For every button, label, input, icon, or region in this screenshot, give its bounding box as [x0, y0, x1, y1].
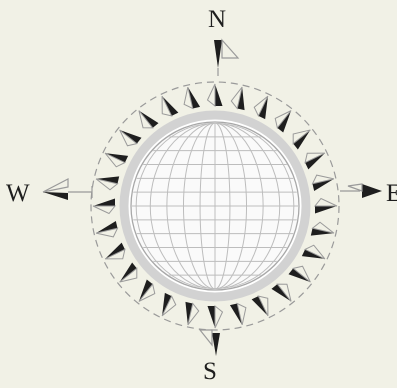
west-label: W — [6, 180, 30, 207]
ring-triangle — [139, 111, 159, 128]
ring-triangle-outline — [93, 206, 115, 214]
north-arrow-icon — [214, 40, 238, 76]
ring-triangle — [230, 303, 242, 324]
north-label: N — [208, 6, 226, 33]
ring-triangle — [93, 199, 115, 207]
globe-icon — [124, 115, 306, 297]
east-arrow-icon — [340, 184, 382, 198]
ring-triangle — [293, 130, 310, 150]
south-arrow-icon — [200, 330, 220, 356]
ring-triangle — [188, 87, 200, 108]
south-label: S — [203, 358, 217, 385]
ring-triangle — [215, 84, 223, 106]
ring-triangle — [96, 221, 117, 233]
ring-triangle — [271, 284, 291, 301]
ring-triangle-outline — [208, 84, 216, 106]
ring-triangle — [208, 306, 216, 328]
ring-triangle — [312, 179, 333, 191]
west-arrow-icon — [43, 179, 92, 200]
ring-triangle-outline — [215, 306, 223, 328]
ring-triangle — [315, 206, 337, 214]
ring-triangle-outline — [315, 199, 337, 207]
east-label: E — [386, 180, 397, 207]
ring-triangle — [120, 262, 137, 282]
